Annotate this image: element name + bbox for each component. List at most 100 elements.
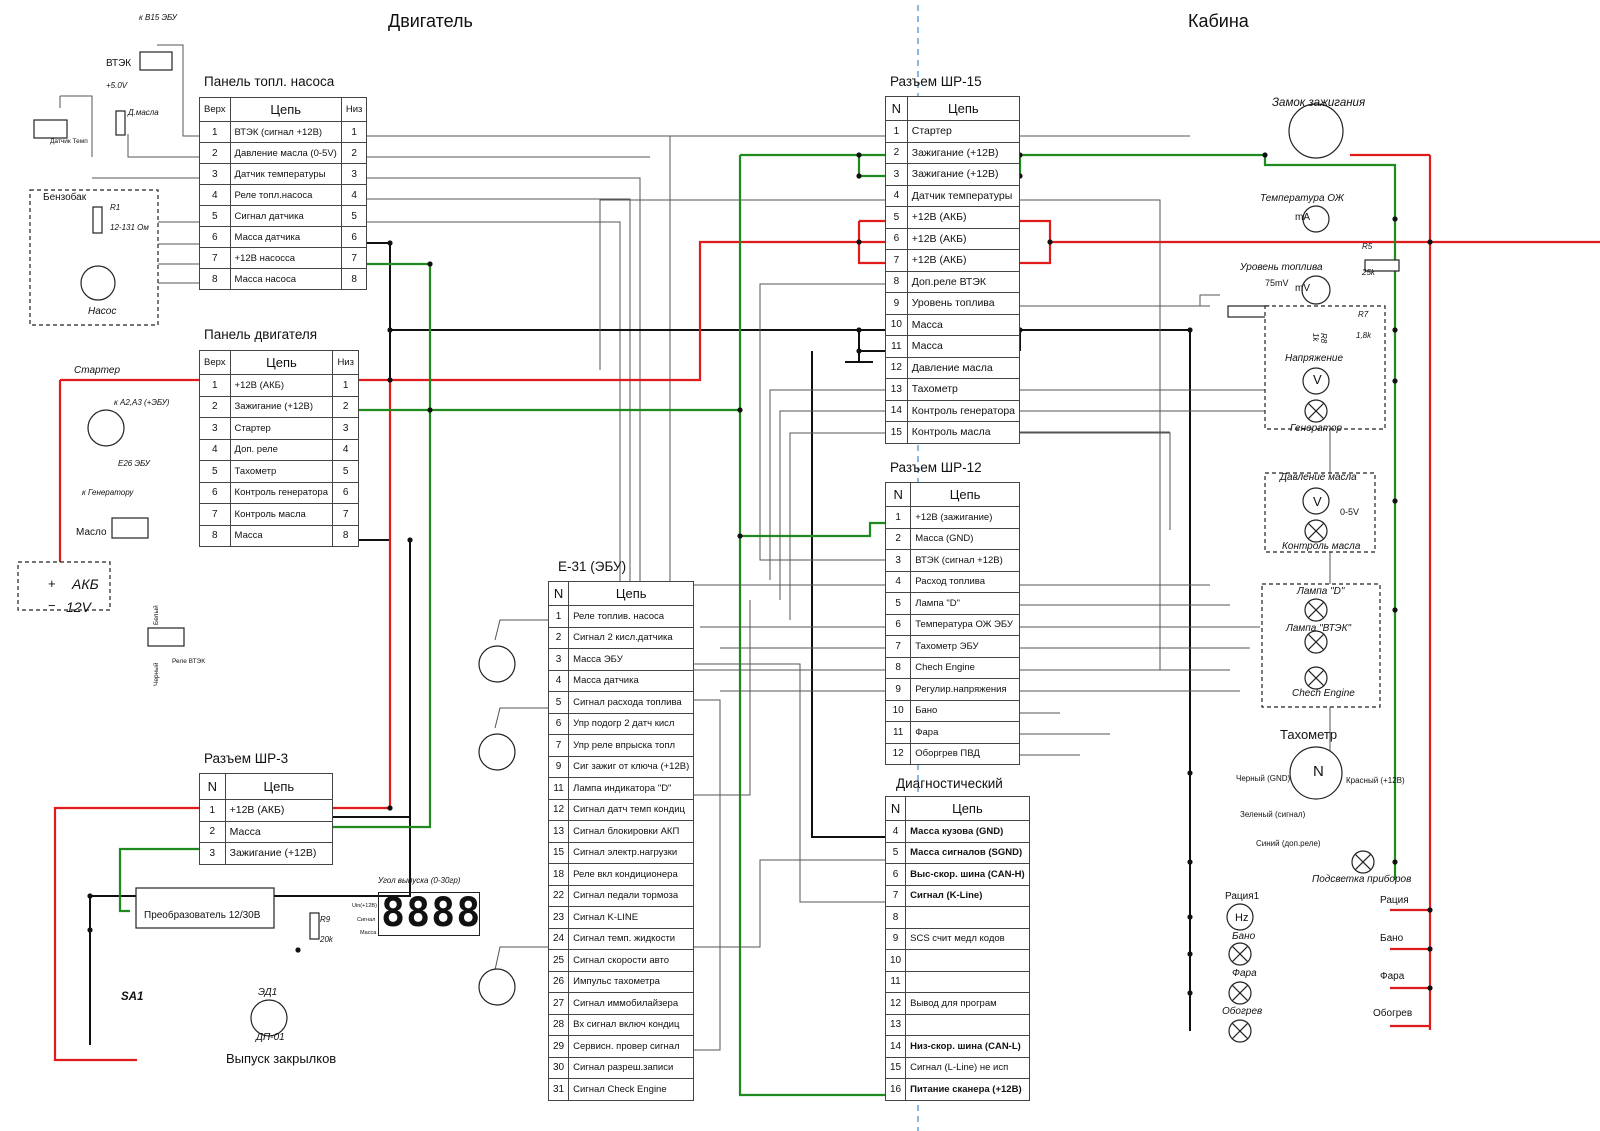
generator-lamp-x2 — [1307, 402, 1325, 420]
pin-circuit: Давление масла — [906, 356, 1021, 379]
angle-display: 8888 — [378, 890, 482, 936]
col-circuit: Цепь — [906, 96, 1021, 121]
pin-bottom: 1 — [340, 121, 368, 143]
pin-number: 9 — [885, 292, 908, 315]
pin-circuit: Сигнал иммобилайзера — [568, 992, 695, 1015]
col-circuit: Цепь — [568, 581, 695, 606]
pin-number: 6 — [885, 227, 908, 250]
col-bottom: Низ — [332, 350, 359, 375]
red-akb-1 — [359, 240, 885, 382]
converter-box — [135, 887, 275, 929]
junction-dot — [856, 152, 862, 158]
transistor-3 — [478, 968, 516, 1006]
pin-circuit: Питание сканера (+12В) — [905, 1078, 1030, 1101]
junction-dot — [1187, 327, 1193, 333]
label-e26: Е26 ЭБУ — [118, 459, 150, 468]
pin-number: 4 — [547, 669, 570, 692]
pin-circuit — [905, 906, 1030, 929]
pin-number: 18 — [547, 863, 570, 886]
junction-dot — [1392, 859, 1398, 865]
pin-circuit: Сигнал электр.нагрузки — [568, 841, 695, 864]
pin-number: 2 — [199, 820, 226, 843]
oil-ctrl — [1020, 432, 1171, 530]
label-sw-heating: Обогрев — [1373, 1008, 1413, 1019]
pin-number: 5 — [884, 841, 907, 864]
green-conv — [118, 847, 199, 913]
pin-number: 6 — [547, 712, 570, 735]
pin-number: 11 — [885, 335, 908, 358]
label-v-oil: V — [1313, 494, 1322, 509]
label-plus5: +5.0V — [106, 81, 128, 90]
label-sw-radio: Рация — [1380, 895, 1409, 906]
junction-dot — [427, 407, 433, 413]
col-circuit: Цепь — [910, 482, 1020, 507]
pin-bottom: 8 — [340, 268, 368, 290]
label-ignition-lock: Замок зажигания — [1272, 97, 1366, 109]
col-circuit: Цепь — [905, 796, 1030, 821]
fuel-lvl — [1020, 294, 1220, 307]
pin-circuit: Тахометр — [906, 378, 1021, 401]
junction-dot — [1392, 327, 1398, 333]
pin-number: 15 — [884, 1056, 907, 1079]
angle-display-digits: 8888 — [381, 890, 482, 936]
pin-bottom: 5 — [332, 460, 359, 483]
pin-number: 4 — [885, 184, 908, 207]
pin-number: 5 — [885, 206, 908, 229]
shr15-temp-r — [1020, 199, 1161, 670]
oil-l — [789, 432, 885, 620]
tr2-base — [494, 707, 548, 729]
junction-dot — [856, 348, 862, 354]
heating-lamp-x2 — [1231, 1022, 1249, 1040]
col-circuit: Цепь — [224, 773, 334, 800]
gnd-bus-11 — [858, 330, 885, 352]
pin-circuit: Регулир.напряжения — [910, 678, 1020, 701]
label-bano: Бано — [1232, 931, 1256, 942]
pin-number: 22 — [547, 884, 570, 907]
pin-number: 3 — [547, 648, 570, 671]
label-red-12: Красный (+12В) — [1346, 776, 1405, 785]
pin-number: 29 — [547, 1035, 570, 1058]
pin-number: 14 — [885, 399, 908, 422]
col-n: N — [885, 96, 908, 121]
pin-circuit: +12В (АКБ) — [906, 206, 1021, 229]
pin-number: 13 — [885, 378, 908, 401]
junction-dot — [427, 261, 433, 267]
pin-row: 13 — [884, 1013, 1030, 1036]
pin-number: 1 — [199, 121, 231, 143]
transistor-2 — [478, 733, 516, 771]
pin-number: 6 — [199, 481, 231, 504]
pin-number: 1 — [199, 374, 231, 397]
section-cabin-title: Кабина — [1188, 11, 1249, 31]
col-top: Верх — [199, 97, 231, 122]
label-temp-sensor: Датчик Темп — [50, 138, 88, 145]
pin-circuit: Датчик температуры — [906, 184, 1021, 207]
pin-circuit: Масса датчика — [229, 226, 342, 248]
pin-number: 23 — [547, 906, 570, 929]
label-akb-plus: + — [48, 576, 56, 591]
label-r7-val: 1,8k — [1356, 331, 1372, 340]
pin-number: 1 — [547, 605, 570, 628]
label-b15: к В15 ЭБУ — [139, 13, 177, 22]
junction-dot — [1187, 914, 1193, 920]
junction-dot — [387, 240, 393, 246]
